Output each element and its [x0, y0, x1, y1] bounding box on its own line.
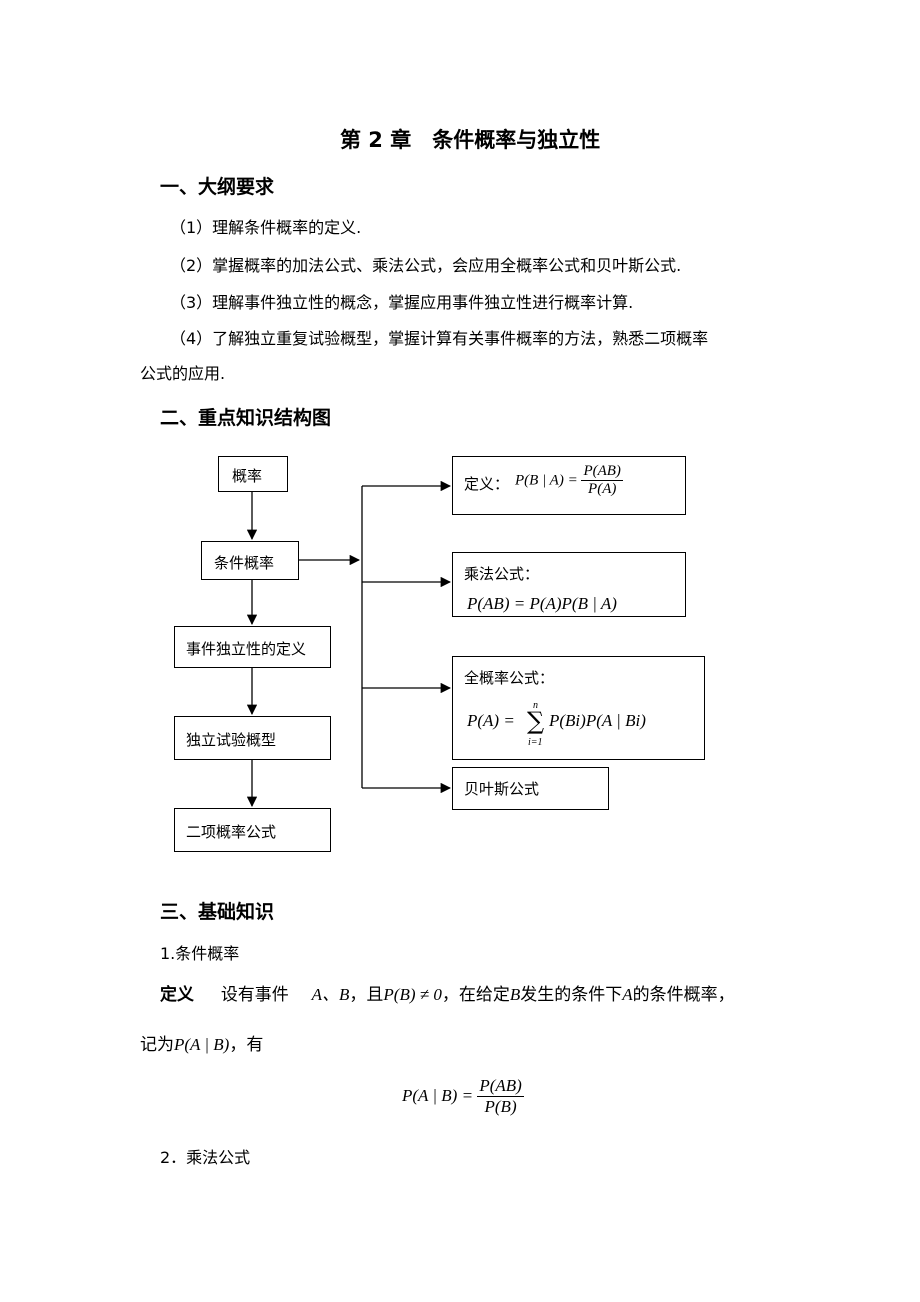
def-text-e: 的条件概率， [632, 985, 735, 1005]
definition-paragraph: 定义 设有事件 A、B，且P(B) ≠ 0，在给定B发生的条件下A的条件概率， [160, 980, 735, 1005]
line2-b: ，有 [229, 1035, 264, 1055]
box-independence-definition: 事件独立性的定义 [174, 626, 331, 668]
def-condition: P(B) ≠ 0 [383, 985, 442, 1004]
sum-symbol: ∑ [527, 707, 545, 735]
sum-upper-limit: n [533, 700, 538, 711]
section-heading-structure: 二、重点知识结构图 [160, 407, 332, 429]
definition-fraction: P(AB) P(A) [581, 463, 623, 499]
item-multiplication-formula: 2．乘法公式 [160, 1148, 251, 1167]
item-conditional-probability: 1.条件概率 [160, 944, 240, 963]
line2-math: P(A | B) [174, 1035, 230, 1054]
box-independent-trial-label: 独立试验概型 [186, 731, 277, 749]
definition-formula: P(B | A) = P(AB) P(A) [515, 463, 623, 499]
section-heading-basics: 三、基础知识 [160, 901, 275, 923]
box-binomial-formula: 二项概率公式 [174, 808, 331, 852]
box-bayes: 贝叶斯公式 [452, 767, 609, 810]
formula-denominator: P(B) [484, 1096, 517, 1116]
definition-line-2: 记为P(A | B)，有 [140, 1030, 263, 1055]
section-heading-outline: 一、大纲要求 [160, 176, 275, 198]
line2-a: 记为 [140, 1035, 174, 1055]
total-probability-lhs: P(A) = [467, 711, 515, 730]
requirement-4-cont: 公式的应用. [140, 364, 226, 383]
conditional-probability-formula: P(A | B) = P(AB) P(B) [402, 1076, 524, 1116]
def-text-b: ，且 [349, 985, 384, 1005]
def-text-d: 发生的条件下 [520, 985, 623, 1005]
box-binomial-formula-label: 二项概率公式 [186, 823, 277, 841]
requirement-4: （4）了解独立重复试验概型，掌握计算有关事件概率的方法，熟悉二项概率 [170, 329, 709, 348]
box-probability-label: 概率 [232, 467, 263, 485]
multiplication-label: 乘法公式： [464, 565, 540, 583]
box-probability: 概率 [218, 456, 288, 492]
requirement-1: （1）理解条件概率的定义. [170, 218, 362, 237]
def-vars: A、B [311, 985, 350, 1004]
bayes-label: 贝叶斯公式 [464, 780, 540, 798]
def-text-a: 设有事件 [220, 985, 289, 1005]
box-multiplication: 乘法公式： P(AB) = P(A)P(B | A) [452, 552, 686, 617]
sum-lower-limit: i=1 [528, 737, 543, 748]
formula-fraction: P(AB) P(B) [477, 1076, 524, 1116]
total-probability-rhs: P(Bi)P(A | Bi) [549, 711, 646, 730]
definition-word: 定义 [160, 985, 194, 1005]
multiplication-formula: P(AB) = P(A)P(B | A) [467, 594, 617, 613]
definition-label: 定义： [464, 475, 510, 493]
page-title: 第 2 章 条件概率与独立性 [340, 128, 601, 152]
requirement-3: （3）理解事件独立性的概念，掌握应用事件独立性进行概率计算. [170, 293, 634, 312]
box-independence-definition-label: 事件独立性的定义 [186, 640, 307, 658]
box-definition: 定义： P(B | A) = P(AB) P(A) [452, 456, 686, 515]
def-text-c: ，在给定 [441, 985, 510, 1005]
box-conditional-probability-label: 条件概率 [214, 554, 275, 572]
definition-denominator: P(A) [588, 481, 617, 498]
total-probability-label: 全概率公式： [464, 669, 555, 687]
def-A: A [622, 985, 633, 1004]
formula-lhs: P(A | B) = [402, 1086, 474, 1106]
box-conditional-probability: 条件概率 [201, 541, 299, 580]
box-independent-trial: 独立试验概型 [174, 716, 331, 760]
definition-lhs: P(B | A) = [515, 472, 578, 489]
box-total-probability: 全概率公式： P(A) = n ∑ i=1 P(Bi)P(A | Bi) [452, 656, 705, 760]
def-B: B [509, 985, 521, 1004]
definition-numerator: P(AB) [581, 463, 623, 482]
requirement-2: （2）掌握概率的加法公式、乘法公式，会应用全概率公式和贝叶斯公式. [170, 256, 682, 275]
formula-numerator: P(AB) [477, 1076, 524, 1097]
